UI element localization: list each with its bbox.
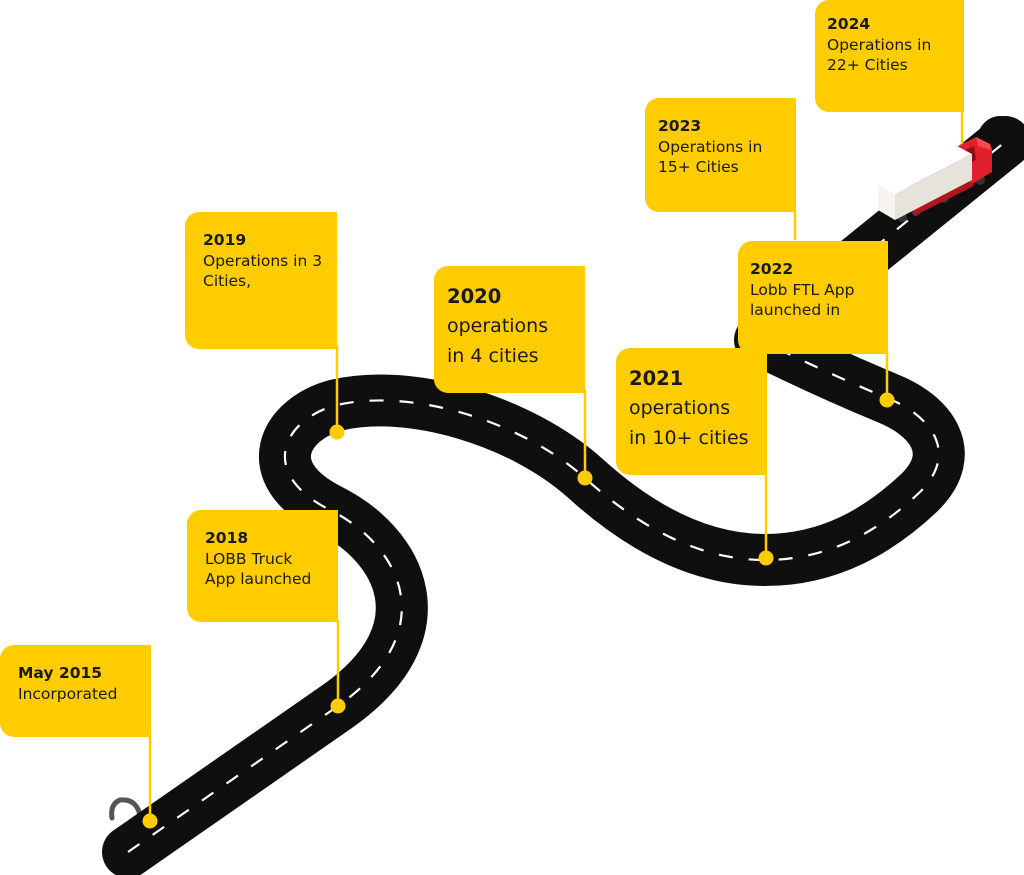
milestone-flag-2023: 2023 Operations in 15+ Cities: [645, 98, 796, 212]
milestone-text: Operations in 3 Cities,: [203, 252, 323, 291]
milestone-year: 2024: [827, 15, 871, 33]
milestone-text: Incorporated: [18, 685, 118, 704]
milestone-flag-2018: 2018 LOBB Truck App launched: [187, 510, 338, 622]
milestone-dots: [142, 392, 895, 829]
milestone-year: 2020: [447, 285, 502, 308]
milestone-year: 2022: [750, 260, 794, 278]
milestone-flag-2020: 2020 operations in 4 cities: [434, 266, 585, 393]
milestone-text: Operations in 15+ Cities: [658, 138, 763, 177]
milestone-flag-2019: 2019 Operations in 3 Cities,: [185, 212, 337, 349]
milestone-flag-2022: 2022 Lobb FTL App launched in: [738, 241, 888, 354]
milestone-flag-2015: May 2015 Incorporated: [0, 645, 151, 737]
milestone-text: LOBB Truck App launched: [205, 550, 312, 589]
milestone-year: 2019: [203, 231, 247, 249]
milestone-year: 2023: [658, 117, 702, 135]
milestone-flag-2021: 2021 operations in 10+ cities: [616, 348, 767, 475]
milestone-text: operations in 10+ cities: [629, 397, 749, 449]
milestone-year: May 2015: [18, 664, 103, 682]
truck-icon: [878, 137, 998, 222]
milestone-text: Operations in 22+ Cities: [827, 36, 932, 75]
dot-2020: [577, 470, 593, 486]
milestone-year: 2021: [629, 367, 684, 390]
dot-2015: [142, 813, 158, 829]
lane-markings: [127, 141, 1006, 853]
dot-2018: [330, 698, 346, 714]
milestone-text: Lobb FTL App launched in: [750, 281, 855, 320]
milestone-flag-2024: 2024 Operations in 22+ Cities: [815, 0, 964, 112]
milestone-year: 2018: [205, 529, 249, 547]
milestone-text: operations in 4 cities: [447, 315, 549, 367]
dot-2021: [758, 550, 774, 566]
flag-poles: [148, 110, 964, 820]
dot-2019: [329, 424, 345, 440]
dot-2022: [879, 392, 895, 408]
